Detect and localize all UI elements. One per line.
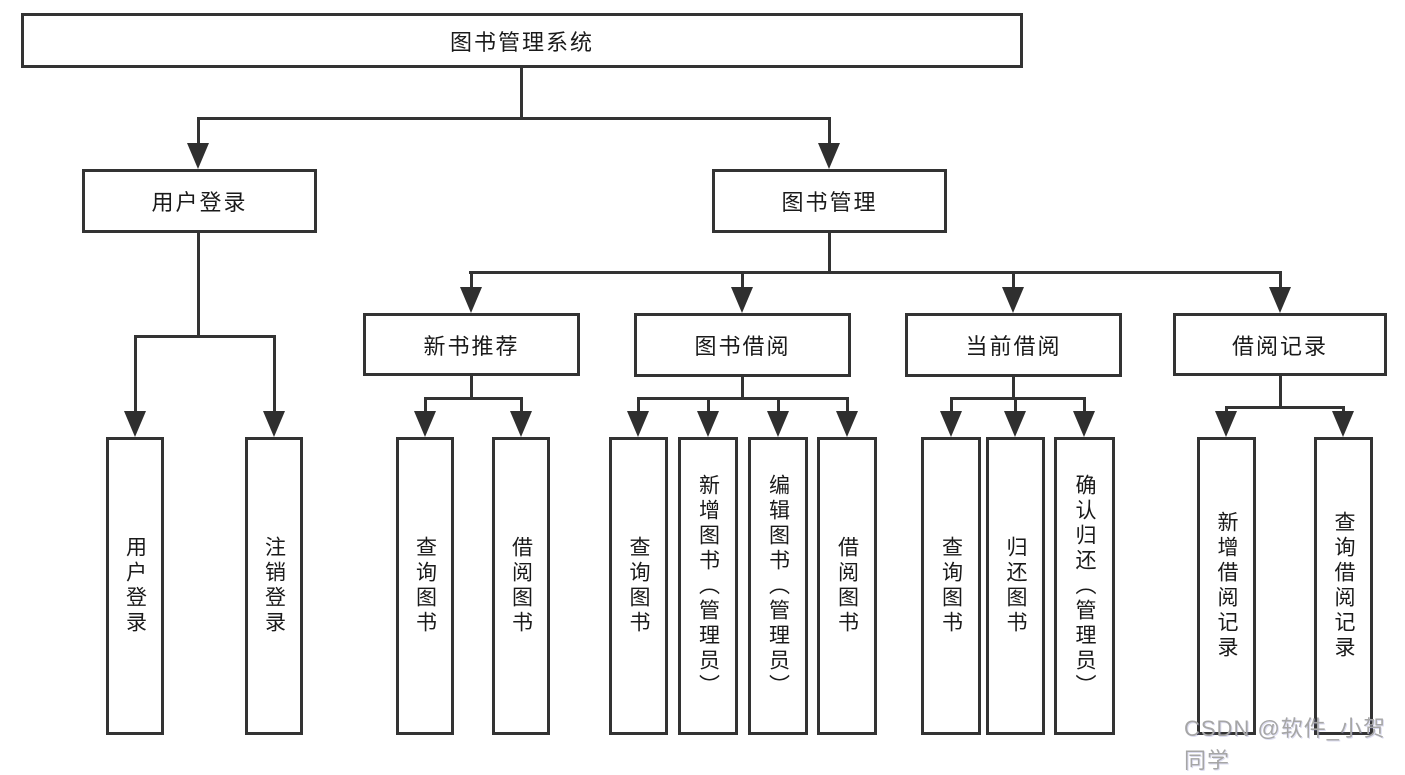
connector-line (424, 397, 523, 400)
node-current-borrow: 当前借阅 (905, 313, 1122, 377)
node-label: 借阅记录 (1231, 333, 1328, 359)
leaf-label: 注销登录 (262, 536, 286, 636)
node-label: 图书管理系统 (449, 29, 594, 55)
node-label: 用户登录 (151, 190, 248, 215)
leaf-add-books-admin: 新增图书（管理员） (678, 437, 738, 735)
connector-line (273, 335, 276, 412)
arrow-down-icon (731, 287, 753, 313)
node-book-management: 图书管理 (712, 169, 947, 233)
node-label: 当前借阅 (965, 334, 1062, 359)
connector-line (1014, 397, 1017, 412)
arrow-down-icon (767, 411, 789, 437)
connector-line (1279, 376, 1282, 409)
node-user-login: 用户登录 (82, 169, 317, 233)
leaf-logout: 注销登录 (245, 437, 303, 735)
connector-line (1279, 271, 1282, 289)
arrow-down-icon (818, 143, 840, 169)
arrow-down-icon (1073, 411, 1095, 437)
connector-line (777, 397, 780, 412)
connector-line (1225, 406, 1228, 412)
arrow-down-icon (697, 411, 719, 437)
arrow-down-icon (1002, 287, 1024, 313)
connector-line (470, 271, 473, 289)
leaf-user-login: 用户登录 (106, 437, 164, 735)
connector-line (520, 397, 523, 412)
connector-line (846, 397, 849, 412)
node-label: 新书推荐 (423, 333, 520, 359)
leaf-label: 新增图书（管理员） (696, 473, 720, 699)
connector-line (1012, 271, 1015, 289)
connector-line (741, 271, 744, 289)
connector-line (1083, 397, 1086, 412)
connector-line (424, 397, 427, 412)
leaf-label: 查询借阅记录 (1332, 511, 1355, 661)
leaf-label: 确认归还（管理员） (1073, 473, 1096, 699)
leaf-label: 借阅图书 (509, 536, 533, 636)
node-label: 图书管理 (781, 190, 878, 215)
arrow-down-icon (263, 411, 285, 437)
connector-line (1012, 377, 1015, 400)
leaf-label: 新增借阅记录 (1215, 511, 1238, 661)
arrow-down-icon (460, 287, 482, 313)
connector-line (828, 117, 831, 144)
leaf-label: 查询图书 (939, 536, 963, 636)
connector-line (197, 117, 831, 120)
arrow-down-icon (836, 411, 858, 437)
leaf-label: 编辑图书（管理员） (766, 473, 790, 699)
arrow-down-icon (1269, 287, 1291, 313)
connector-line (741, 377, 744, 400)
connector-line (707, 397, 710, 412)
csdn-watermark: CSDN @软件_小贺同学 (1184, 716, 1387, 773)
leaf-borrow-books-recommend: 借阅图书 (492, 437, 550, 735)
leaf-edit-books-admin: 编辑图书（管理员） (748, 437, 808, 735)
node-library-system-root: 图书管理系统 (21, 13, 1023, 68)
arrow-down-icon (627, 411, 649, 437)
connector-line (1342, 406, 1345, 412)
arrow-down-icon (187, 143, 209, 169)
connector-line (520, 68, 523, 118)
arrow-down-icon (510, 411, 532, 437)
arrow-down-icon (1004, 411, 1026, 437)
leaf-return-books: 归还图书 (986, 437, 1045, 735)
node-borrow-records: 借阅记录 (1173, 313, 1387, 376)
leaf-borrow-books: 借阅图书 (817, 437, 877, 735)
connector-line (470, 376, 473, 400)
leaf-label: 归还图书 (1004, 536, 1027, 636)
arrow-down-icon (1332, 411, 1354, 437)
connector-line (197, 233, 200, 338)
leaf-query-books-recommend: 查询图书 (396, 437, 454, 735)
arrow-down-icon (124, 411, 146, 437)
arrow-down-icon (940, 411, 962, 437)
connector-line (134, 335, 275, 338)
arrow-down-icon (1215, 411, 1237, 437)
leaf-label: 查询图书 (627, 536, 650, 636)
leaf-query-books-borrow: 查询图书 (609, 437, 668, 735)
leaf-query-books-current: 查询图书 (921, 437, 981, 735)
leaf-add-borrow-record: 新增借阅记录 (1197, 437, 1256, 735)
connector-line (637, 397, 640, 412)
node-book-borrow: 图书借阅 (634, 313, 851, 377)
node-label: 图书借阅 (694, 334, 791, 359)
leaf-label: 用户登录 (123, 536, 147, 636)
connector-line (828, 233, 831, 274)
leaf-label: 查询图书 (413, 536, 437, 636)
leaf-label: 借阅图书 (835, 536, 859, 636)
leaf-confirm-return-admin: 确认归还（管理员） (1054, 437, 1115, 735)
connector-line (950, 397, 953, 412)
connector-line (469, 271, 1282, 274)
connector-line (950, 397, 1086, 400)
connector-line (134, 335, 137, 412)
leaf-query-borrow-record: 查询借阅记录 (1314, 437, 1373, 735)
arrow-down-icon (414, 411, 436, 437)
node-new-book-recommend: 新书推荐 (363, 313, 580, 376)
connector-line (1225, 406, 1345, 409)
connector-line (637, 397, 849, 400)
connector-line (197, 117, 200, 144)
